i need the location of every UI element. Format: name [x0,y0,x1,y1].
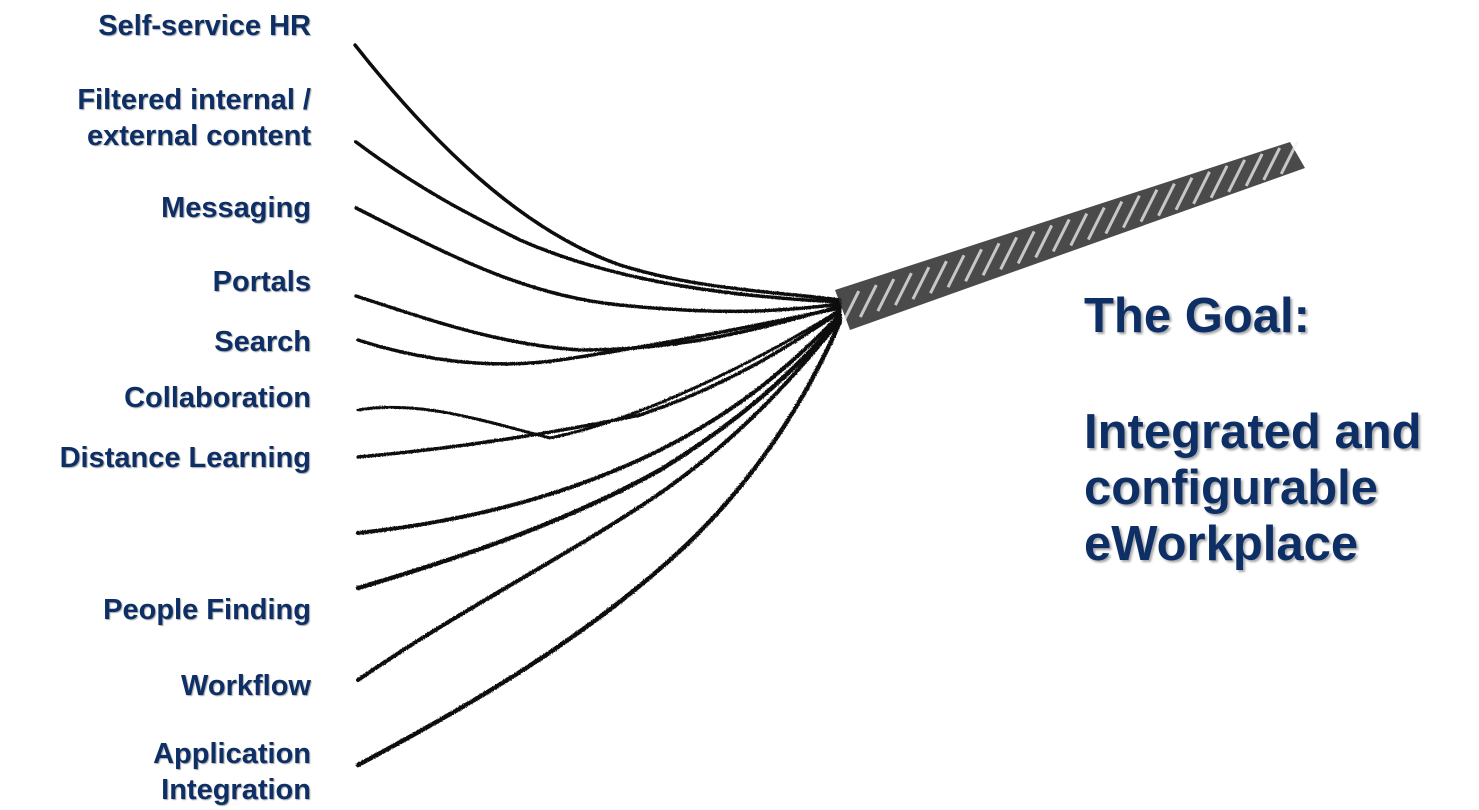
label-people-finding: People Finding [103,592,311,628]
strand [356,142,840,302]
strand [358,322,840,765]
strand [358,312,840,457]
strand [358,310,840,438]
label-filtered-content: Filtered internal / external content [77,82,311,154]
rope-strands [355,45,840,765]
label-self-service-hr: Self-service HR [98,8,311,44]
label-search: Search [214,324,311,360]
goal-body: Integrated and configurable eWorkplace [1084,404,1422,572]
strand [355,45,840,300]
label-collaboration: Collaboration [124,380,311,416]
label-application-integration: Application Integration [153,736,311,808]
label-messaging: Messaging [161,190,311,226]
label-distance-learning: Distance Learning [60,440,311,476]
goal-heading: The Goal: [1084,288,1310,344]
label-portals: Portals [213,264,311,300]
label-workflow: Workflow [181,668,311,704]
